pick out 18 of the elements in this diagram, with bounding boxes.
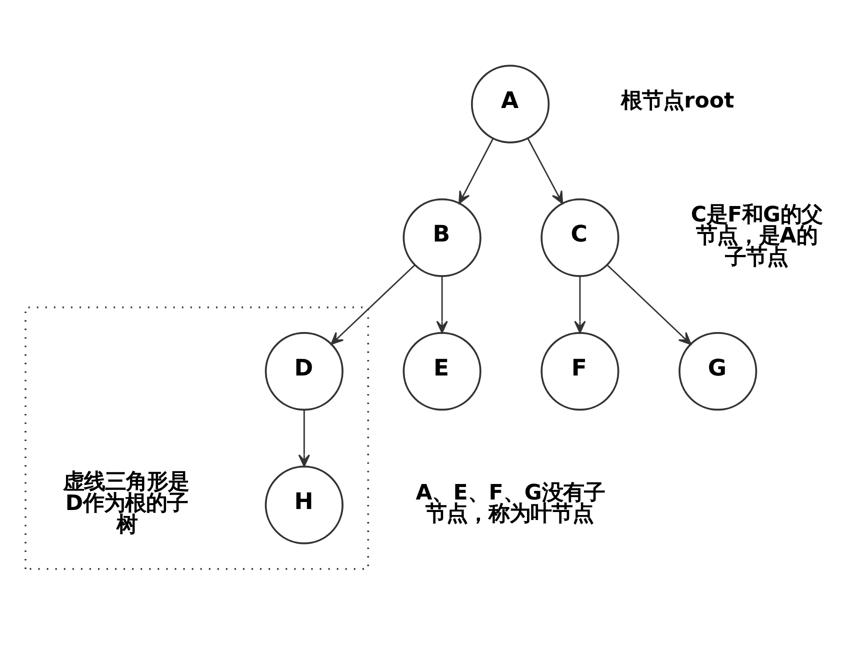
arrow — [606, 264, 692, 345]
arrow — [330, 264, 416, 345]
arrow — [436, 276, 448, 334]
node-label: C是F和G的父节点，是A的子节点 — [690, 202, 823, 270]
arrow — [527, 138, 564, 204]
node-label: 根节点root — [621, 88, 734, 114]
node-circle: C — [540, 198, 620, 277]
node-circle: A — [471, 64, 550, 144]
label: A、E、F、G没有子节点，称为叶节点 — [416, 480, 605, 527]
node-label: 虚线三角形是D作为根的子树 — [63, 470, 190, 538]
cluster — [24, 306, 370, 570]
arrow — [574, 276, 586, 334]
arrow — [458, 138, 494, 204]
node-circle: H — [264, 466, 344, 544]
node-circle: E — [402, 332, 482, 411]
arrow — [298, 410, 310, 468]
node-circle: B — [402, 198, 482, 277]
node-circle: F — [540, 332, 620, 411]
